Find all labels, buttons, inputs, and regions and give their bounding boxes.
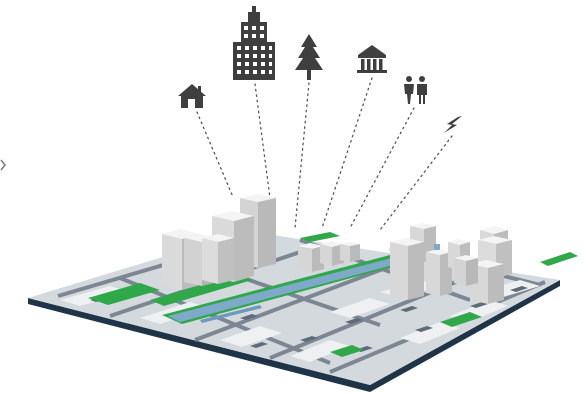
- parks: [88, 232, 578, 357]
- people-icon: [404, 76, 427, 104]
- chevron-right-icon: [0, 159, 6, 171]
- building: [202, 234, 234, 284]
- connection-lines: [196, 77, 453, 231]
- lightning-icon: [444, 116, 462, 133]
- office-building-icon: [233, 6, 275, 80]
- tree-icon: [295, 34, 323, 80]
- building: [390, 238, 424, 300]
- buildings-middle: [298, 241, 360, 272]
- house-icon: [178, 84, 206, 108]
- bank-icon: [357, 45, 387, 73]
- building: [454, 255, 478, 286]
- building-accent: [434, 244, 440, 250]
- buildings-right-cluster: [390, 223, 512, 304]
- buildings-left-cluster: [162, 194, 276, 290]
- building: [340, 242, 360, 262]
- river: [162, 255, 410, 324]
